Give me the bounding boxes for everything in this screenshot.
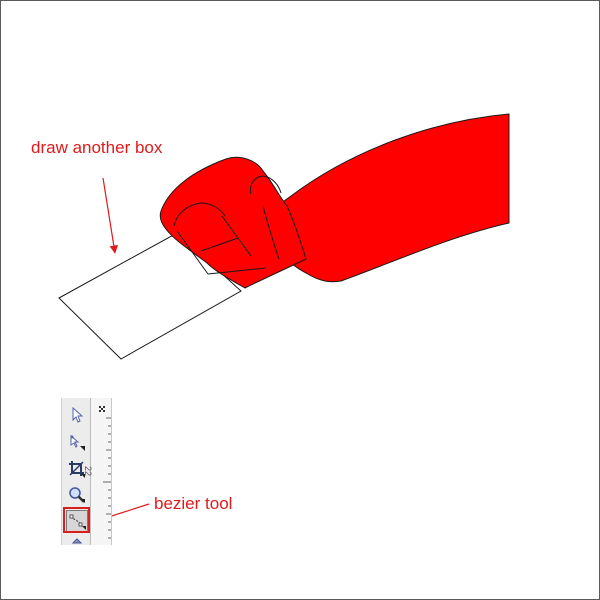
crop-tool-button[interactable] bbox=[66, 458, 88, 480]
zoom-tool-button[interactable] bbox=[66, 484, 88, 506]
fold-detail-line-6 bbox=[262, 205, 280, 260]
fold-shape[interactable] bbox=[159, 156, 307, 289]
ruler-origin-icon bbox=[99, 406, 105, 412]
crop-tool-icon bbox=[69, 461, 85, 478]
ruler-ticks bbox=[99, 406, 111, 539]
fold-detail-line-1 bbox=[176, 230, 209, 275]
fold-detail-line-4 bbox=[200, 237, 239, 252]
fold-detail-curve-2 bbox=[250, 175, 282, 195]
pick-tool-icon bbox=[72, 406, 84, 423]
shape-tool-button[interactable] bbox=[66, 432, 88, 454]
zoom-tool-icon bbox=[69, 487, 85, 503]
annotation-draw-box: draw another box bbox=[31, 138, 163, 157]
toolbox-panel: 22 bbox=[61, 398, 112, 545]
fold-detail-line-3 bbox=[221, 215, 239, 239]
bezier-tool-icon bbox=[69, 514, 86, 530]
ruler-label: 22 bbox=[83, 466, 93, 477]
shape-tool-icon bbox=[70, 434, 85, 451]
annotation-bezier-tool: bezier tool bbox=[154, 494, 233, 513]
smart-fill-tool-icon bbox=[71, 538, 83, 544]
pick-tool-button[interactable] bbox=[66, 404, 88, 426]
fold-detail-curve-1 bbox=[173, 202, 226, 227]
smart-fill-tool-button[interactable] bbox=[66, 536, 88, 545]
vertical-ruler: 22 bbox=[83, 398, 111, 545]
white-box-shape[interactable] bbox=[58, 232, 242, 360]
fold-detail-line-5 bbox=[237, 237, 252, 257]
fold-detail-line-2 bbox=[207, 267, 267, 275]
arrow-to-box bbox=[102, 177, 118, 254]
bezier-tool-highlight bbox=[63, 507, 90, 533]
